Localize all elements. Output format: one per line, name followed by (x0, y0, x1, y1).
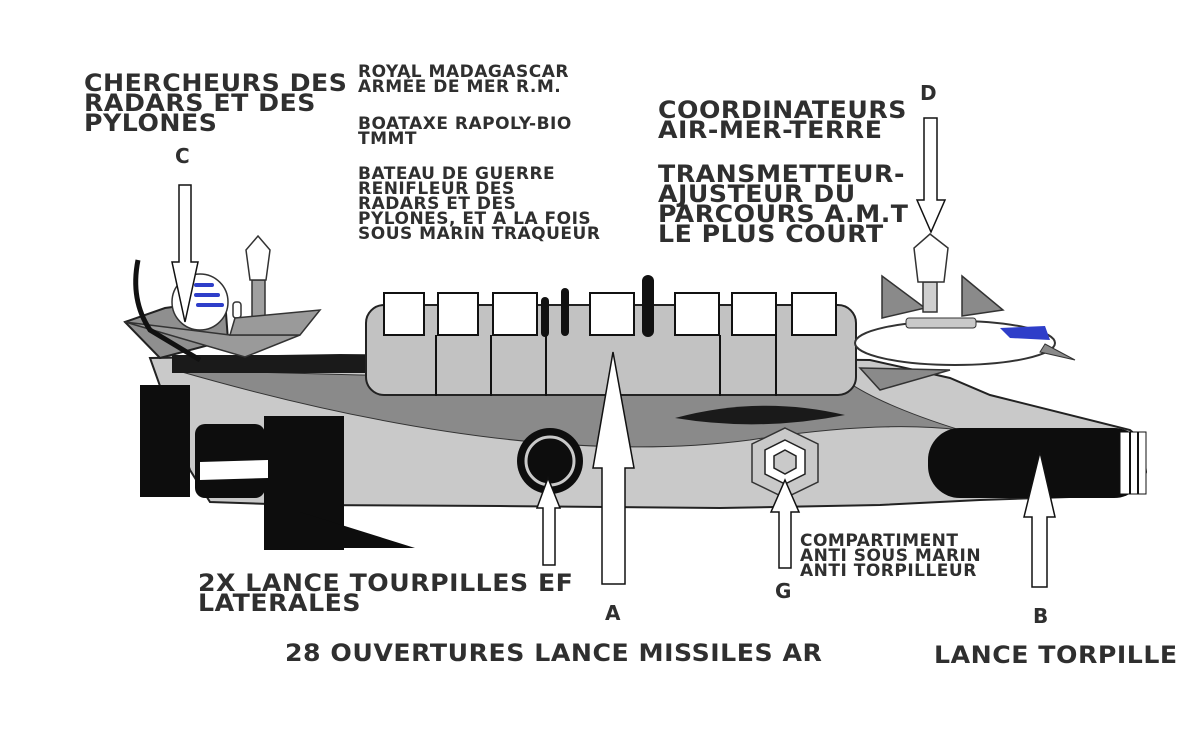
mast-diamond (245, 234, 271, 281)
arrow-c (171, 184, 199, 323)
radar-clip (232, 301, 242, 319)
torpedo-launcher-lines (1129, 432, 1139, 494)
deck-strip (172, 355, 372, 373)
aft-spike (1039, 343, 1076, 361)
deck-blue-marker (1000, 326, 1050, 340)
label-model: BOATAXE RAPOLY-BIO TMMT (358, 114, 572, 149)
label-missile-openings: 28 OUVERTURES LANCE MISSILES AR (285, 639, 823, 667)
sail-right (961, 274, 1005, 317)
cabin-pill (561, 288, 569, 336)
sail-left (881, 274, 927, 319)
engine-fin (200, 460, 268, 480)
mast-base (228, 309, 322, 336)
radar-stripes (194, 283, 224, 307)
engine-block (140, 385, 190, 497)
hull-slot (675, 405, 845, 425)
cabin-pill (541, 297, 549, 337)
sensor-post (922, 281, 938, 313)
sensor-diamond (913, 233, 949, 283)
deck-pad (905, 317, 977, 329)
label-compartment: COMPARTIMENT ANTI SOUS MARIN ANTI TORPIL… (800, 531, 982, 581)
label-torpedo-launcher: LANCE TORPILLE (934, 641, 1178, 669)
bow-antenna (133, 259, 202, 363)
label-description: BATEAU DE GUERRE RENIFLEUR DES RADARS ET… (358, 164, 601, 244)
label-lateral-torpedoes: 2X LANCE TOURPILLES EF LATERALES (198, 569, 574, 617)
label-radar-seekers: CHERCHEURS DES RADARS ET DES PYLONES (84, 69, 348, 137)
cabin-windows (383, 292, 837, 336)
arrow-d (915, 117, 947, 234)
arrow-b (1023, 451, 1056, 588)
letter-d: D (920, 81, 937, 105)
cabin-pill (642, 275, 654, 337)
engine-fin (300, 512, 415, 548)
hex-compartment-core (773, 449, 797, 475)
letter-a: A (605, 601, 621, 625)
label-coordinators: COORDINATEURS AIR-MER-TERRE (658, 96, 907, 144)
torpedo-launcher-cap (1119, 431, 1147, 495)
arrow-g (769, 478, 801, 569)
letter-g: G (775, 579, 792, 603)
letter-b: B (1033, 604, 1049, 628)
letter-c: C (175, 144, 190, 168)
label-transmitter: TRANSMETTEUR- AJUSTEUR DU PARCOURS A.M.T… (658, 160, 909, 248)
arrow-a (592, 351, 635, 585)
aft-fin (858, 367, 951, 391)
arrow-ef (535, 475, 562, 566)
mast (251, 279, 266, 319)
label-organization: ROYAL MADAGASCAR ARMÉE DE MER R.M. (358, 62, 569, 97)
